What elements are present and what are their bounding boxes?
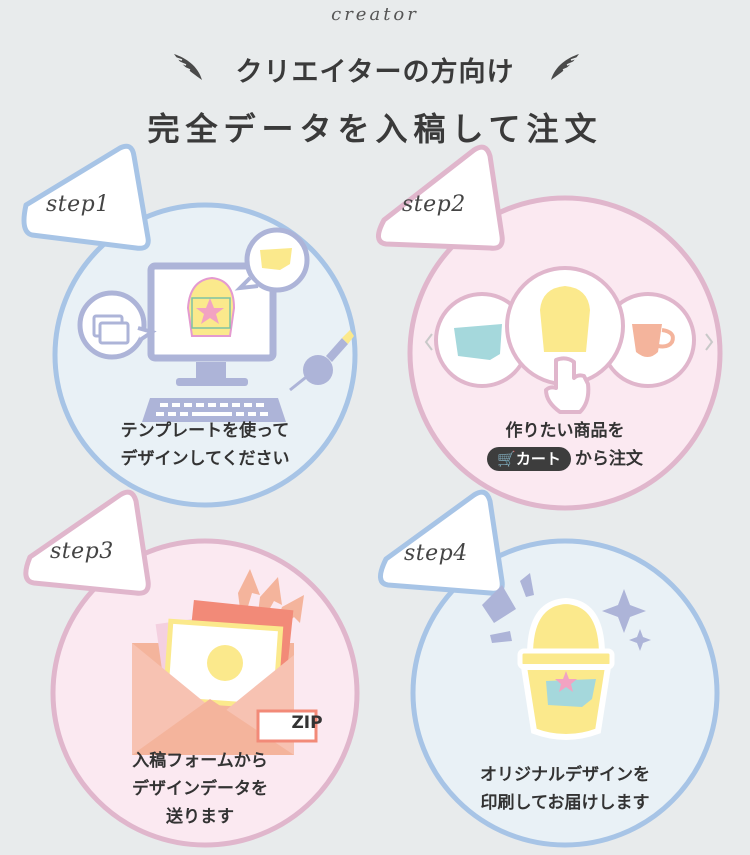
caption-line: 作りたい商品を: [505, 421, 625, 441]
step-2-illustration: [376, 144, 723, 511]
step-3-caption: 入稿フォームから デザインデータを 送ります: [100, 747, 300, 831]
cart-icon: 🛒: [497, 450, 516, 468]
caption-line: 🛒カートから注文: [465, 445, 665, 473]
step-4-label: step4: [404, 541, 468, 566]
eyebrow-text: creator: [331, 4, 419, 25]
step-3-label: step3: [50, 539, 114, 564]
headline: クリエイターの方向け: [235, 57, 515, 88]
step-1-caption: テンプレートを使って デザインしてください: [105, 417, 305, 473]
step-4-card: step4 オリジナルデザインを 印刷してお届けします: [370, 485, 730, 855]
step-1-card: step1 テンプレートを使って デザインしてください: [20, 140, 380, 520]
step-1-label: step1: [46, 192, 110, 217]
caption-line: 送ります: [166, 807, 234, 827]
cart-button-label: カート: [515, 450, 561, 468]
quill-icon: [174, 54, 202, 80]
step-3-illustration: [23, 489, 360, 848]
caption-line: デザインしてください: [120, 449, 290, 469]
step-4-caption: オリジナルデザインを 印刷してお届けします: [455, 761, 675, 817]
caption-line: 入稿フォームから: [132, 751, 268, 771]
caption-line: テンプレートを使って: [120, 421, 290, 441]
quill-icon: [551, 54, 579, 80]
step-4-illustration: [378, 489, 720, 848]
caption-line: 印刷してお届けします: [480, 793, 650, 813]
page-title: 完全データを入稿して注文: [147, 110, 603, 148]
zip-badge: ZIP: [291, 713, 323, 733]
caption-line: デザインデータを: [132, 779, 268, 799]
caption-suffix: から注文: [574, 449, 643, 469]
step-2-card: step2 作りたい商品を 🛒カートから注文: [370, 140, 730, 520]
step-2-label: step2: [402, 192, 466, 217]
step-2-caption: 作りたい商品を 🛒カートから注文: [465, 417, 665, 473]
step-1-illustration: [21, 143, 358, 508]
caption-line: オリジナルデザインを: [480, 765, 650, 785]
step-3-card: step3 ZIP 入稿フォームから デザインデータを 送ります: [20, 485, 380, 855]
cart-button[interactable]: 🛒カート: [487, 447, 571, 471]
